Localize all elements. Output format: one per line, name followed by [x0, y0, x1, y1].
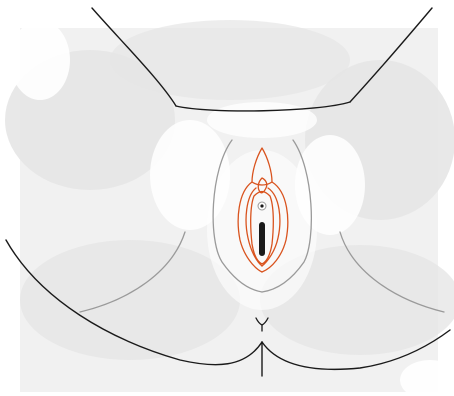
urethral-meatus — [258, 202, 266, 210]
vaginal-opening — [259, 222, 265, 256]
